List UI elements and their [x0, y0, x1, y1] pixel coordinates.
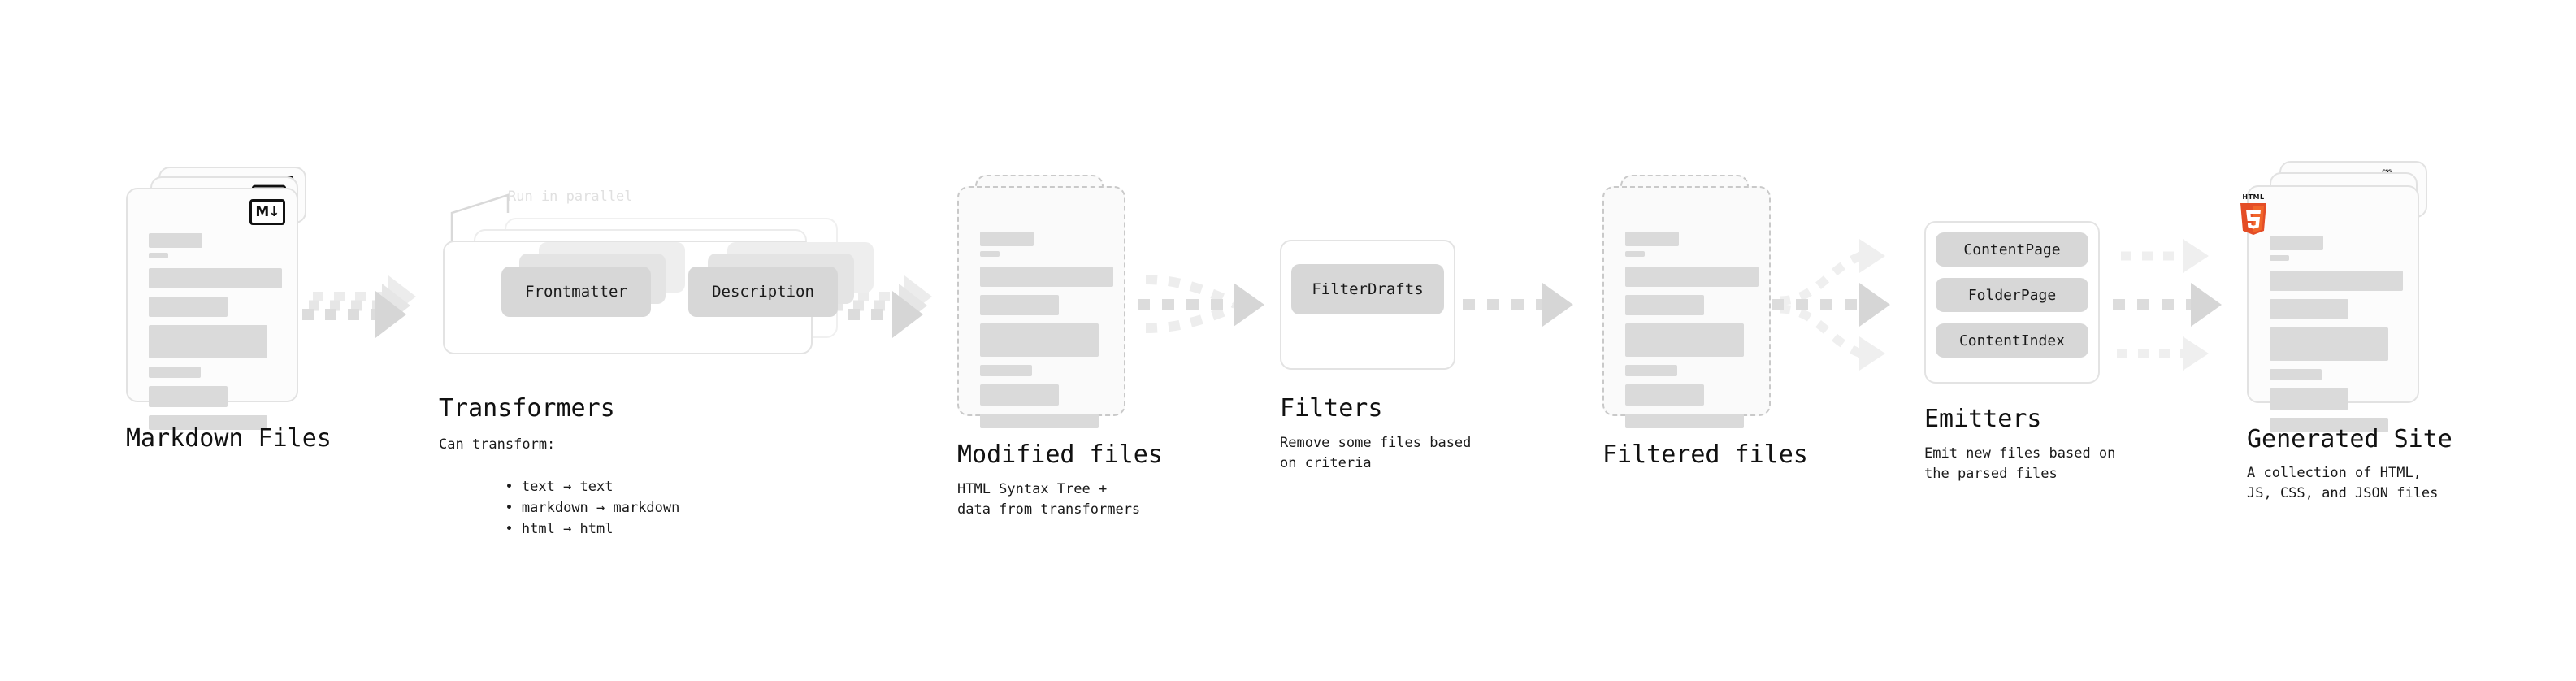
emitter-chip-folderpage[interactable]: FolderPage: [1936, 278, 2088, 312]
chip-label: Frontmatter: [525, 283, 627, 301]
connector-markdown-to-transformers: [302, 275, 416, 338]
placeholder-bar: [149, 325, 267, 358]
bullet-label: markdown → markdown: [521, 500, 680, 516]
placeholder-bar: [2270, 388, 2348, 410]
file-sheet-front: [957, 186, 1125, 428]
run-in-parallel-note: Run in parallel: [508, 189, 633, 205]
stage-title: Markdown Files: [126, 424, 332, 453]
bullet-dot: •: [505, 521, 522, 537]
placeholder-bar: [2270, 327, 2388, 361]
placeholder-bar: [1625, 384, 1704, 406]
stage-title: Filters: [1280, 394, 1383, 423]
stage-title: Generated Site: [2247, 425, 2452, 453]
placeholder-bar: [149, 297, 228, 317]
placeholder-bar: [980, 414, 1099, 428]
modified-file-stack: [957, 175, 1128, 428]
placeholder-bar: [149, 367, 201, 378]
stage-markdown-files: M↓ M↓ M↓ Markdown Files: [126, 167, 332, 453]
markdown-file-stack: M↓ M↓ M↓: [126, 167, 313, 430]
stage-subtitle: HTML Syntax Tree + data from transformer…: [957, 481, 1141, 518]
bullet-item: • html → html: [455, 499, 614, 560]
placeholder-bar: [2270, 299, 2348, 319]
placeholder-bar: [149, 233, 202, 248]
placeholder-bar: [980, 365, 1032, 376]
chip-label: FilterDrafts: [1312, 280, 1424, 298]
stage-title: Modified files: [957, 440, 1163, 469]
placeholder-bar: [2270, 369, 2322, 380]
placeholder-bar: [2270, 255, 2289, 261]
filtered-file-stack: [1602, 175, 1773, 428]
bullet-item: • markdown → markdown: [455, 478, 679, 539]
placeholder-bar: [149, 415, 267, 430]
file-sheet-front: [1602, 186, 1771, 428]
filter-chip-filterdrafts[interactable]: FilterDrafts: [1291, 264, 1444, 314]
connector-modified-to-filters: [1138, 275, 1264, 333]
emitter-chip-contentindex[interactable]: ContentIndex: [1936, 323, 2088, 358]
emitter-chip-contentpage[interactable]: ContentPage: [1936, 232, 2088, 267]
markdown-icon: M↓: [249, 199, 285, 225]
bullet-label: text → text: [521, 479, 614, 495]
chip-label: Description: [712, 283, 814, 301]
placeholder-bar: [1625, 232, 1679, 246]
stage-generated-site: CSS HTML: [2240, 161, 2452, 501]
placeholder-bar: [1625, 414, 1744, 428]
stage-subtitle: Can transform:: [439, 436, 556, 453]
placeholder-bar: [980, 251, 1000, 257]
placeholder-lines: [149, 233, 282, 438]
placeholder-bar: [1625, 251, 1645, 257]
transformer-chip-frontmatter[interactable]: Frontmatter: [501, 267, 651, 317]
placeholder-bar: [149, 253, 168, 258]
stage-subtitle: Emit new files based on the parsed files: [1924, 445, 2116, 482]
file-sheet-front: M↓: [126, 188, 298, 430]
placeholder-bar: [980, 267, 1113, 287]
bullet-dot: •: [505, 500, 522, 516]
placeholder-bar: [980, 295, 1059, 315]
stage-title: Filtered files: [1602, 440, 1808, 469]
stage-title: Transformers: [439, 394, 615, 423]
bullet-item: • text → text: [455, 457, 614, 518]
placeholder-bar: [1625, 267, 1759, 287]
placeholder-lines: [980, 232, 1113, 436]
placeholder-bar: [149, 386, 228, 407]
placeholder-bar: [1625, 365, 1677, 376]
stage-subtitle: A collection of HTML, JS, CSS, and JSON …: [2247, 465, 2439, 501]
chip-label: ContentIndex: [1958, 332, 2066, 349]
file-sheet-html: HTML: [2240, 185, 2419, 432]
placeholder-bar: [1625, 295, 1704, 315]
html5-icon: HTML: [2237, 193, 2270, 235]
placeholder-bar: [2270, 418, 2388, 432]
placeholder-bar: [149, 268, 282, 288]
chip-label: ContentPage: [1963, 241, 2061, 258]
placeholder-lines: [2270, 236, 2403, 440]
html5-icon-label: HTML: [2242, 193, 2265, 201]
placeholder-bar: [2270, 271, 2403, 291]
placeholder-bar: [2270, 236, 2323, 250]
placeholder-bar: [980, 323, 1099, 357]
connector-filtered-to-emitters: [1772, 239, 1890, 371]
stage-filtered-files: Filtered files: [1602, 175, 1808, 469]
connector-emitters-to-site: [2113, 239, 2222, 371]
bullet-label: html → html: [521, 521, 614, 537]
stage-title: Emitters: [1924, 405, 2042, 433]
stage-subtitle: Remove some files based on criteria: [1280, 435, 1472, 471]
bullet-dot: •: [505, 479, 522, 495]
placeholder-bar: [1625, 323, 1744, 357]
generated-file-stack: CSS HTML: [2240, 161, 2434, 432]
stage-modified-files: Modified files HTML Syntax Tree + data f…: [957, 175, 1163, 518]
css-icon-label: CSS: [2375, 169, 2398, 175]
chip-label: FolderPage: [1967, 286, 2057, 304]
transformer-chip-description[interactable]: Description: [688, 267, 838, 317]
placeholder-bar: [980, 384, 1059, 406]
placeholder-bar: [980, 232, 1034, 246]
placeholder-lines: [1625, 232, 1759, 436]
connector-filters-to-filtered: [1463, 283, 1573, 327]
